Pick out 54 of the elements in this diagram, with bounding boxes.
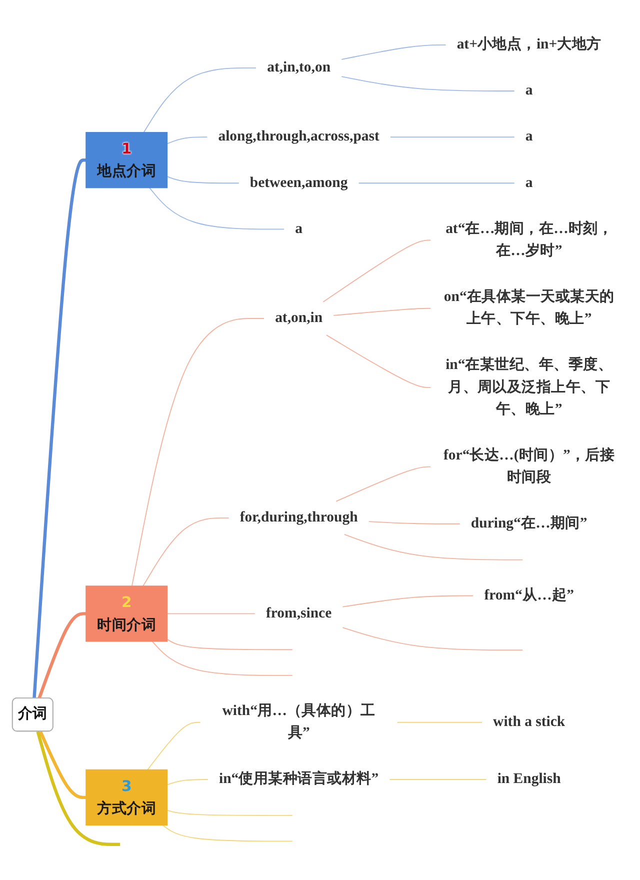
- node-text: from,since: [266, 606, 332, 622]
- node-box: 2 时间介词: [86, 586, 168, 642]
- connector: [152, 641, 293, 676]
- connector: [333, 308, 431, 316]
- node-text: along,through,across,past: [218, 129, 380, 145]
- connector: [358, 183, 515, 184]
- connector: [389, 779, 487, 780]
- node-text: at+小地点，in+大地方: [456, 37, 602, 53]
- connector: [142, 518, 230, 587]
- connector: [322, 240, 431, 303]
- connector: [162, 825, 293, 842]
- node-text: in“使用某种语言或材料”: [218, 772, 379, 788]
- node-text: for“长达…(时间）”，后接时间段: [444, 448, 615, 486]
- node-text: a: [525, 175, 533, 191]
- connector: [166, 136, 208, 145]
- node-text: on“在具体某一天或某天的上午、下午、晚上”: [444, 289, 614, 328]
- connector: [341, 44, 446, 60]
- connector: [143, 68, 256, 134]
- node-text: from“从…起”: [484, 588, 574, 604]
- connector: [131, 318, 264, 587]
- node-text: a: [525, 83, 533, 99]
- connector: [166, 639, 293, 650]
- node-text: with a stick: [493, 714, 566, 730]
- connector: [32, 158, 86, 699]
- connector: [368, 521, 460, 525]
- connector: [326, 335, 431, 388]
- connector: [342, 596, 474, 608]
- node-text: in English: [497, 772, 561, 788]
- node-text: in“在某世纪、年、季度、月、周以及泛指上午、下午、晚上”: [446, 358, 613, 418]
- node-text: at“在…期间，在…时刻，在…岁时”: [446, 221, 613, 260]
- connector: [390, 136, 515, 138]
- connector: [166, 176, 240, 184]
- connector: [147, 722, 201, 771]
- node-text: at,on,in: [275, 310, 323, 326]
- connector: [38, 731, 86, 800]
- connector: [148, 188, 285, 230]
- connector: [166, 810, 293, 816]
- node-text: a: [525, 129, 533, 145]
- connector: [396, 722, 482, 724]
- node-box: 3 方式介词: [86, 770, 168, 826]
- connector: [336, 466, 431, 502]
- node-text: with“用…（具体的）工具”: [222, 703, 376, 742]
- node-text: at,in,to,on: [267, 60, 331, 76]
- node-text: during“在…期间”: [470, 516, 588, 532]
- connector: [166, 614, 256, 615]
- connector: [38, 612, 86, 700]
- connector: [166, 779, 208, 786]
- connector: [341, 76, 515, 92]
- node-text: between,among: [250, 175, 348, 191]
- node-text: a: [295, 221, 302, 237]
- node-text: for,during,through: [240, 510, 358, 526]
- connector: [342, 627, 524, 651]
- connector: [36, 732, 120, 846]
- connector: [344, 534, 524, 561]
